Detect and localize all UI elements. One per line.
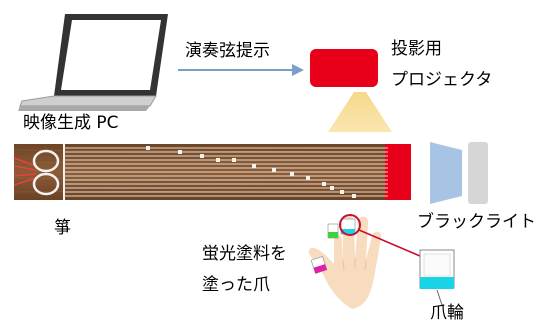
laptop-icon: [18, 14, 168, 111]
magenta-nail-ring-icon: [310, 256, 328, 274]
nail-ring-label: 爪輪: [430, 303, 464, 323]
blacklight-label: ブラックライト: [417, 212, 536, 232]
projector-icon: [310, 49, 378, 87]
koto-label: 箏: [54, 218, 71, 238]
arrow-label: 演奏弦提示: [185, 41, 270, 61]
koto: [13, 144, 411, 200]
blacklight-icon: [430, 142, 488, 204]
projector-label-line1: 投影用: [391, 39, 442, 59]
nail-callout: [339, 214, 421, 257]
pc-label: 映像生成 PC: [23, 113, 119, 133]
green-nail-ring-icon: [327, 223, 339, 239]
projection-beam: [328, 92, 392, 132]
painted-nails-label-line2: 塗った爪: [202, 275, 270, 295]
data-arrow: [178, 64, 304, 76]
hand-icon: [308, 215, 382, 309]
projector-label-line2: プロジェクタ: [391, 70, 493, 90]
nail-ring-enlarged-icon: [419, 249, 455, 289]
nail-ring-pointer: [436, 289, 443, 306]
painted-nails-label-line1: 蛍光塗料を: [202, 244, 287, 264]
